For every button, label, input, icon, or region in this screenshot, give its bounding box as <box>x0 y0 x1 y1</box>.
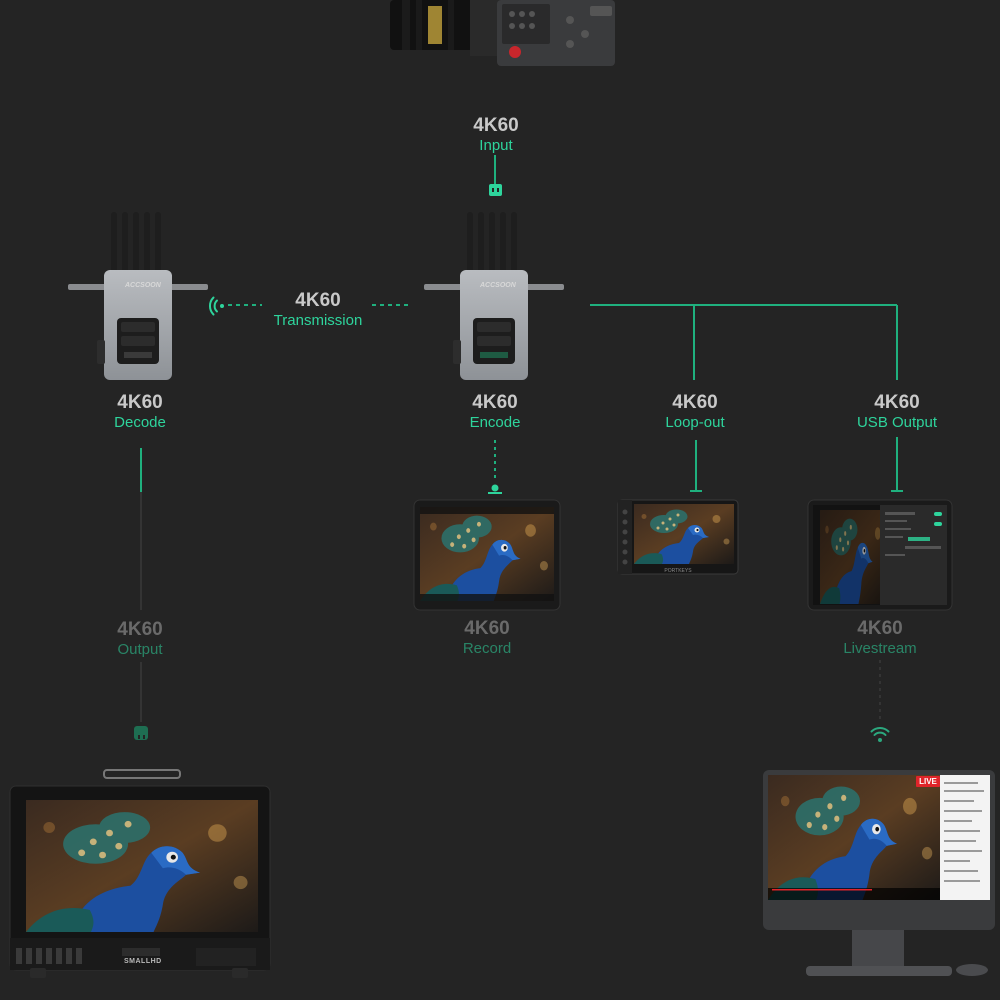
record-caption: Record <box>462 640 512 657</box>
output-label: 4K60 Output <box>117 619 162 659</box>
usb-output-caption: USB Output <box>856 414 938 431</box>
record-label: 4K60 Record <box>463 618 511 658</box>
encode-value: 4K60 <box>472 392 518 413</box>
connection-lines <box>140 155 903 492</box>
decode-caption: Decode <box>114 414 166 431</box>
output-caption: Output <box>117 641 163 658</box>
loop-out-caption: Loop-out <box>665 414 725 431</box>
record-tablet <box>413 499 561 611</box>
wireless-signal-icon <box>208 296 225 316</box>
dim-connection-lines <box>140 492 881 722</box>
live-badge: LIVE <box>916 776 940 787</box>
field-monitor-brand: PORTKEYS <box>664 568 692 574</box>
output-value: 4K60 <box>117 619 163 640</box>
encode-label: 4K60 Encode <box>470 392 521 432</box>
loop-out-value: 4K60 <box>672 392 718 413</box>
record-pin-icon <box>488 484 502 494</box>
usb-output-label: 4K60 USB Output <box>857 392 937 432</box>
wireless-receiver-icon <box>68 212 208 380</box>
cinema-camera-icon <box>390 0 615 66</box>
transmission-label: 4K60 Transmission <box>274 290 363 330</box>
input-caption: Input <box>479 137 513 154</box>
receiver-brand: ACCSOON <box>125 282 161 289</box>
encode-caption: Encode <box>469 414 521 431</box>
usb-output-value: 4K60 <box>874 392 920 413</box>
input-label: 4K60 Input <box>473 115 518 155</box>
loop-out-label: 4K60 Loop-out <box>665 392 724 432</box>
livestream-wireless-icon <box>870 726 890 743</box>
production-monitor <box>9 769 271 978</box>
transmitter-brand: ACCSOON <box>480 282 516 289</box>
livestream-value: 4K60 <box>857 618 903 639</box>
livestream-caption: Livestream <box>843 640 917 657</box>
transmission-value: 4K60 <box>295 290 341 311</box>
record-value: 4K60 <box>464 618 510 639</box>
decode-label: 4K60 Decode <box>114 392 166 432</box>
livestream-label: 4K60 Livestream <box>843 618 916 658</box>
monitor-brand: SMALLHD <box>124 958 162 965</box>
wireless-transmitter-icon <box>424 212 564 380</box>
input-value: 4K60 <box>473 115 519 136</box>
livestream-tablet <box>807 499 953 611</box>
desktop-monitor <box>763 770 995 976</box>
loop-out-field-monitor <box>617 499 739 575</box>
decode-value: 4K60 <box>117 392 163 413</box>
transmission-caption: Transmission <box>273 312 363 329</box>
output-connector-icon <box>134 726 148 740</box>
usb-connector-icon <box>489 184 502 196</box>
